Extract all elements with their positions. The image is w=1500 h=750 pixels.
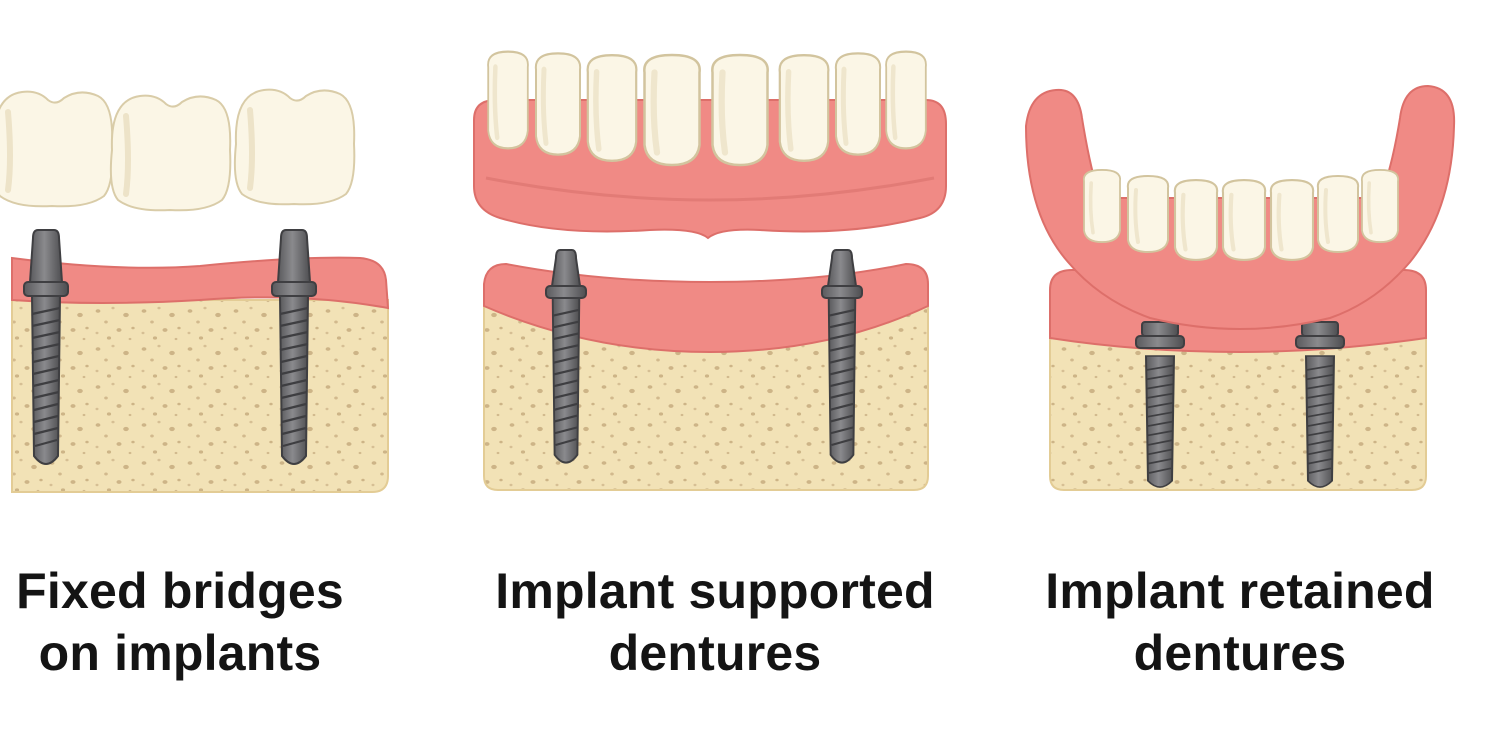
caption-line: dentures: [608, 625, 822, 681]
panel-supported-denture: [473, 52, 947, 491]
caption-line: on implants: [38, 625, 322, 681]
gum-tissue: [11, 256, 390, 310]
denture: [1024, 84, 1456, 330]
caption-line: Fixed bridges: [16, 563, 344, 619]
bridge-crowns: [0, 90, 354, 211]
panel-fixed-bridge: [0, 90, 390, 493]
bone-block: [11, 299, 389, 493]
panel-retained-denture: [1024, 84, 1456, 491]
caption-implant-retained-dentures: Implant retained dentures: [1010, 560, 1470, 684]
denture: [473, 52, 947, 240]
implant-left: [1135, 321, 1185, 489]
implant-left: [545, 249, 587, 464]
caption-line: Implant supported: [495, 563, 935, 619]
caption-fixed-bridges: Fixed bridges on implants: [0, 560, 360, 684]
caption-line: Implant retained: [1045, 563, 1435, 619]
denture-teeth: [1081, 167, 1401, 260]
caption-line: dentures: [1133, 625, 1347, 681]
implant-right: [1295, 321, 1345, 489]
implant-right: [821, 249, 863, 464]
caption-implant-supported-dentures: Implant supported dentures: [470, 560, 960, 684]
